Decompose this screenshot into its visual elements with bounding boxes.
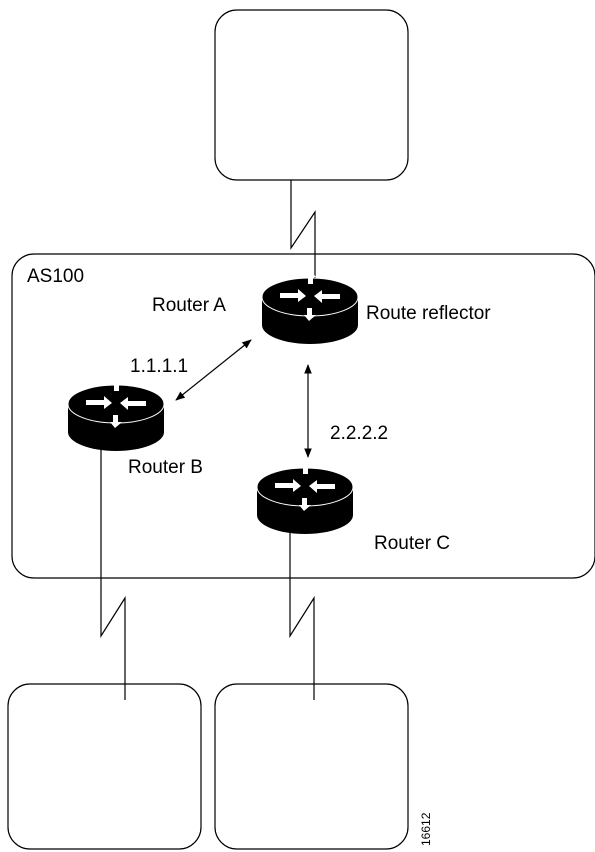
- as-label: AS100: [27, 266, 85, 287]
- router-a-label: Router A: [152, 295, 226, 316]
- as-boundary: [11, 253, 595, 579]
- external-network-bottom-right: [214, 683, 409, 850]
- external-network-bottom-left: [7, 683, 202, 850]
- router-c-label: Router C: [374, 533, 451, 554]
- figure-id: 16612: [419, 812, 433, 846]
- serial-link-icon: [289, 525, 315, 700]
- serial-link-icon: [290, 180, 316, 283]
- router-c-icon: [256, 461, 354, 534]
- router-b-label: Router B: [128, 457, 203, 478]
- link-a-c-address: 2.2.2.2: [330, 423, 389, 444]
- router-b-icon: [67, 378, 165, 451]
- route-reflector-label: Route reflector: [366, 303, 491, 324]
- link-a-b-address: 1.1.1.1: [130, 356, 189, 377]
- external-network-top: [214, 9, 409, 181]
- bidirectional-arrow-icon: [175, 339, 252, 401]
- serial-link-icon: [100, 443, 126, 700]
- router-a-icon: [261, 271, 359, 344]
